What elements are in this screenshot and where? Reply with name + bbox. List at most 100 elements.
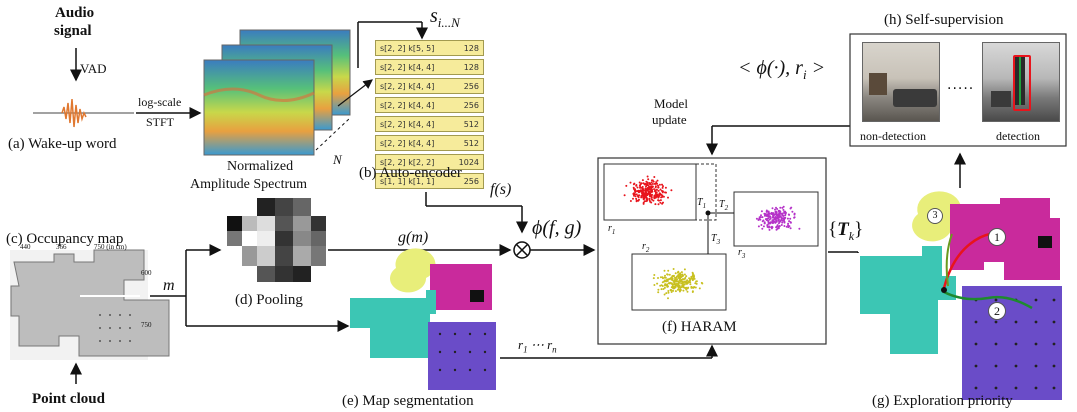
cluster-point — [659, 201, 662, 204]
cluster-point — [666, 284, 669, 287]
cluster-point — [774, 221, 777, 224]
cluster-point — [661, 191, 664, 194]
cluster-point — [657, 199, 660, 202]
cluster-point — [666, 283, 669, 286]
cluster-point — [678, 281, 681, 284]
caption-g: (g) Exploration priority — [872, 393, 1013, 409]
cluster-point — [683, 273, 686, 276]
cluster-point — [639, 189, 642, 192]
cluster-point — [664, 186, 667, 189]
ellipsis-dots: ..... — [947, 77, 975, 93]
cluster-point — [673, 285, 676, 288]
cluster-point — [661, 186, 664, 189]
cluster-point — [777, 222, 780, 225]
cluster-point — [682, 289, 685, 292]
cluster-point — [762, 225, 765, 228]
r3-label: r3 — [738, 247, 746, 260]
cluster-point — [669, 289, 672, 292]
cluster-point — [655, 188, 658, 191]
cluster-point — [798, 227, 801, 230]
cluster-point — [663, 280, 666, 283]
caption-f: (f) HARAM — [662, 319, 737, 335]
cluster-point — [787, 222, 790, 225]
cluster-point — [650, 191, 652, 194]
cluster-point — [652, 199, 655, 202]
cluster-point — [648, 197, 651, 200]
cluster-point — [657, 186, 660, 189]
cluster-point — [788, 213, 791, 216]
n-label: N — [333, 152, 342, 167]
cluster-point — [687, 280, 690, 283]
cluster-point — [775, 217, 778, 220]
cluster-point — [766, 213, 769, 216]
cluster-point — [638, 198, 640, 201]
spectrum-stack — [203, 29, 351, 156]
cluster-point — [652, 277, 655, 280]
cluster-point — [653, 197, 656, 200]
priority-mark-1: 1 — [988, 228, 1006, 246]
cluster-point — [662, 277, 664, 280]
cluster-point — [768, 216, 771, 218]
cluster-point — [662, 185, 664, 188]
cluster-point — [690, 275, 693, 278]
cluster-point — [638, 181, 641, 184]
model-update-line2: update — [652, 112, 687, 127]
cluster-point — [763, 222, 766, 225]
cluster-point — [645, 198, 648, 201]
dim-366: 366 — [56, 243, 67, 251]
spectrum-caption-line1: Normalized — [227, 159, 294, 174]
cluster-point — [685, 286, 688, 289]
cluster-point — [783, 225, 786, 227]
cluster-point — [770, 226, 773, 229]
cluster-point — [793, 213, 796, 216]
cluster-point — [638, 194, 641, 197]
cluster-point — [675, 276, 678, 279]
cluster-point — [787, 224, 789, 227]
cluster-point — [663, 269, 666, 272]
cluster-point — [657, 291, 660, 294]
cluster-point — [782, 208, 785, 211]
cluster-point — [646, 189, 649, 192]
occupancy-map — [10, 249, 170, 360]
cluster-point — [673, 280, 676, 283]
cluster-point — [785, 225, 788, 228]
cluster-point — [689, 283, 692, 286]
cluster-point — [657, 184, 659, 187]
cluster-point — [788, 220, 791, 223]
cluster-point — [633, 188, 635, 190]
cluster-point — [775, 228, 778, 231]
cluster-point — [632, 197, 634, 200]
cluster-point — [780, 216, 783, 219]
cluster-point — [701, 282, 704, 285]
cluster-point — [774, 208, 776, 211]
cluster-point — [681, 282, 684, 285]
cluster-point — [760, 210, 763, 213]
cluster-point — [783, 217, 785, 219]
cluster-point — [679, 280, 682, 283]
cluster-point — [657, 277, 659, 279]
cluster-point — [641, 185, 644, 188]
cluster-point — [782, 205, 785, 208]
cluster-point — [685, 275, 688, 278]
dim-440: 440 — [20, 243, 31, 251]
spectrum-caption-line2: Amplitude Spectrum — [190, 177, 308, 192]
cluster-point — [674, 276, 676, 279]
cluster-point — [642, 192, 645, 195]
cluster-point — [668, 273, 671, 276]
cluster-point — [629, 181, 632, 184]
encoder-row: s[1, 1] k[1, 1]256 — [375, 173, 484, 189]
cluster-point — [635, 193, 638, 196]
cluster-point — [786, 217, 789, 220]
cluster-point — [680, 271, 683, 274]
cluster-point — [672, 289, 675, 292]
encoder-row: s[2, 2] k[5, 5]128 — [375, 40, 484, 56]
model-update-line1: Model — [654, 96, 688, 111]
cluster-point — [629, 200, 632, 202]
cluster-point — [781, 206, 784, 209]
cluster-point — [777, 226, 780, 228]
cluster-point — [778, 215, 781, 218]
encoder-row: s[2, 2] k[4, 4]256 — [375, 78, 484, 94]
cluster-point — [623, 194, 626, 197]
